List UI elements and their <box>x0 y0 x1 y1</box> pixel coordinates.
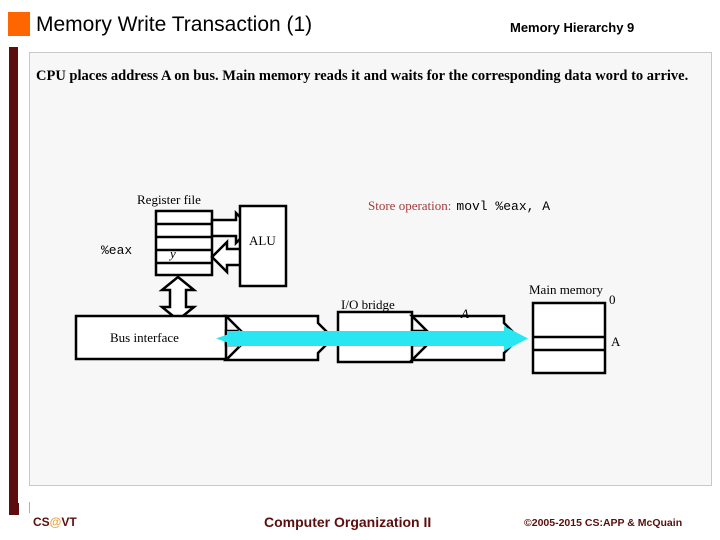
header-section-label: Memory Hierarchy 9 <box>510 20 635 35</box>
footer-course-title: Computer Organization II <box>264 514 432 530</box>
eax-register-label: %eax <box>101 243 133 258</box>
page-title: Memory Write Transaction (1) <box>36 13 313 36</box>
body-text: CPU places address A on bus. Main memory… <box>36 68 689 84</box>
memory-address-zero-label: 0 <box>609 292 616 307</box>
register-file-label: Register file <box>137 192 201 207</box>
footer-accent-square <box>9 503 19 515</box>
bus-interface-label: Bus interface <box>110 330 179 345</box>
memory-address-a-label: A <box>611 334 621 349</box>
store-operation-instruction: movl %eax, A <box>456 199 551 214</box>
left-accent-bar <box>9 47 18 512</box>
footer-brand-pre: CS <box>33 515 50 529</box>
io-bridge-label: I/O bridge <box>341 297 395 312</box>
content-panel <box>29 52 712 486</box>
footer-divider <box>29 502 30 513</box>
store-operation-caption: Store operation: movl %eax, A <box>368 197 550 215</box>
footer-copyright: ©2005-2015 CS:APP & McQuain <box>524 517 683 529</box>
bus-address-label: A <box>461 306 469 321</box>
footer-brand: CS@VT <box>33 515 77 529</box>
at-icon: @ <box>49 515 62 529</box>
footer-brand-post: VT <box>61 515 77 529</box>
store-operation-prefix: Store operation: <box>368 198 452 213</box>
register-value-label: y <box>170 246 176 261</box>
main-memory-label: Main memory <box>529 282 604 297</box>
alu-label: ALU <box>249 233 276 248</box>
header-accent-square <box>8 12 30 36</box>
